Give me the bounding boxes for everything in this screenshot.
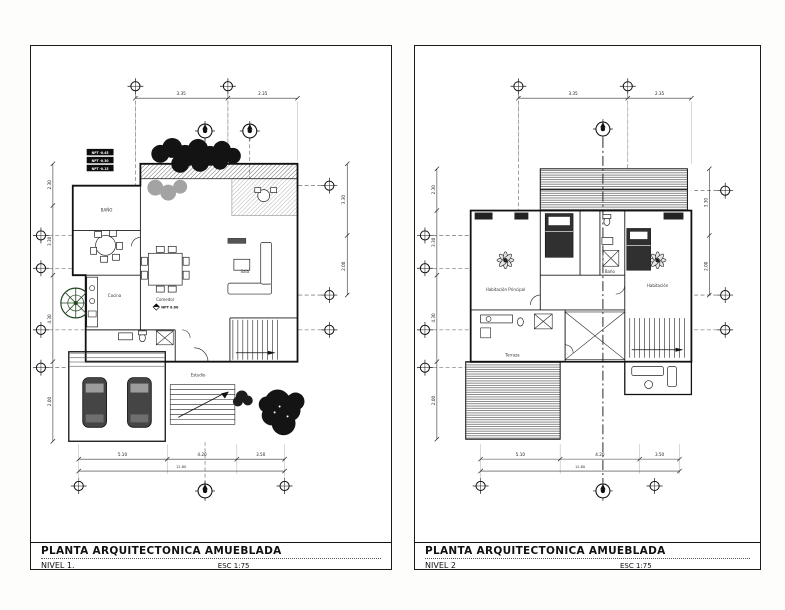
- dim-label: 5.10: [118, 452, 128, 457]
- dim-label: 3.30: [703, 198, 708, 208]
- room-label-living: Sala: [241, 269, 250, 274]
- dim-label: 4.30: [47, 314, 52, 324]
- dim-label: 2.30: [431, 185, 436, 195]
- ceiling-fan-icon: [648, 251, 667, 270]
- sheet-level-label: NIVEL 2: [425, 561, 456, 570]
- dim-total-label: 12.80: [575, 465, 586, 469]
- ceiling-fan-icon: [496, 251, 515, 270]
- bed: [626, 228, 651, 271]
- sheet-title: PLANTA ARQUITECTONICA AMUEBLADA: [425, 545, 750, 559]
- dim-label: 2.00: [341, 261, 346, 271]
- dim-label: 3.35: [177, 91, 187, 96]
- npt-label: NPT -0.45: [92, 151, 109, 155]
- building-walls: [71, 162, 299, 363]
- bed: [544, 213, 574, 258]
- stair-void: [564, 311, 626, 360]
- room-label-kitchen: Cocina: [108, 293, 122, 298]
- stairs: [232, 319, 278, 360]
- dim-label: 2.00: [703, 261, 708, 271]
- room-label-terrace: Terraza: [504, 353, 520, 358]
- dimension-lines: 5.10 4.20 3.50 12.80 2.30 3.30 4.30 2.00…: [47, 91, 350, 482]
- dim-label: 2.30: [47, 180, 52, 190]
- room-label-study: Estudio: [191, 373, 206, 378]
- dim-label: 3.50: [655, 452, 665, 457]
- npt-label: NPT -0.15: [92, 167, 109, 171]
- room-labels: BAÑO Cocina Comedor Sala Estudio: [101, 208, 250, 378]
- room-label-bath: BAÑO: [101, 208, 113, 213]
- dim-label: 3.30: [47, 236, 52, 246]
- dim-label: 3.30: [431, 237, 436, 247]
- sheet-title: PLANTA ARQUITECTONICA AMUEBLADA: [41, 545, 381, 559]
- dim-label: 3.30: [341, 195, 346, 205]
- furniture: [86, 230, 273, 346]
- dim-total-label: 12.80: [176, 465, 187, 469]
- dim-label: 3.50: [256, 452, 266, 457]
- room-label-dining: Comedor: [156, 297, 174, 302]
- dimension-lines: 5.10 4.20 3.50 12.80 2.30 3.30 4.30 2.00…: [431, 91, 712, 481]
- car: [82, 377, 107, 428]
- title-block-nivel-2: PLANTA ARQUITECTONICA AMUEBLADA NIVEL 2 …: [415, 542, 760, 569]
- dim-label: 2.00: [431, 395, 436, 405]
- dim-label: 4.30: [431, 313, 436, 323]
- room-labels: Habitación Principal Habitación Baño Ter…: [486, 269, 669, 358]
- furniture: [474, 212, 684, 389]
- dim-label: 5.10: [516, 452, 526, 457]
- sheet-scale-label: ESC 1:75: [620, 562, 652, 570]
- grid-bubbles: [32, 77, 338, 502]
- terrace-hatch: [465, 361, 561, 440]
- dim-label: 2.35: [655, 91, 665, 96]
- tree-symbol-left: [60, 287, 92, 319]
- dim-label: 4.20: [197, 452, 207, 457]
- roof-hatch: [539, 168, 688, 212]
- room-label-bath: Baño: [605, 269, 616, 274]
- floor-plan-nivel-1: 5.10 4.20 3.50 12.80 2.30 3.30 4.30 2.00…: [32, 77, 350, 502]
- car: [127, 377, 152, 428]
- shrub-small: [232, 390, 253, 407]
- room-label-master: Habitación Principal: [486, 287, 525, 292]
- sheet-nivel-1: 5.10 4.20 3.50 12.80 2.30 3.30 4.30 2.00…: [30, 45, 392, 570]
- grid-bubbles: [416, 77, 734, 502]
- level-marker-label: NPT 0.00: [161, 305, 179, 309]
- title-block-nivel-1: PLANTA ARQUITECTONICA AMUEBLADA NIVEL 1.…: [31, 542, 391, 569]
- garage: [68, 351, 166, 442]
- dim-label: 4.20: [595, 452, 605, 457]
- stairs: [629, 317, 685, 358]
- npt-label: NPT -0.30: [92, 159, 109, 163]
- shrub-gray: [147, 179, 188, 201]
- room-label-bedroom: Habitación: [647, 283, 669, 288]
- sheet-scale-label: ESC 1:75: [217, 562, 250, 570]
- building-walls: [469, 209, 693, 396]
- tree-canopy-top: [151, 137, 241, 173]
- dim-label: 2.00: [47, 397, 52, 407]
- sheet-level-label: NIVEL 1.: [41, 561, 75, 570]
- sheet-nivel-2: 5.10 4.20 3.50 12.80 2.30 3.30 4.30 2.00…: [414, 45, 761, 570]
- level-marker: NPT 0.00: [152, 303, 179, 311]
- dim-label: 3.35: [568, 91, 578, 96]
- floor-plan-nivel-2: 5.10 4.20 3.50 12.80 2.30 3.30 4.30 2.00…: [416, 77, 734, 502]
- entry-steps: [169, 384, 236, 425]
- dim-label: 2.35: [258, 91, 268, 96]
- npt-step-labels: NPT -0.45 NPT -0.30 NPT -0.15: [86, 148, 114, 172]
- tree-canopy-bottom: [258, 389, 305, 436]
